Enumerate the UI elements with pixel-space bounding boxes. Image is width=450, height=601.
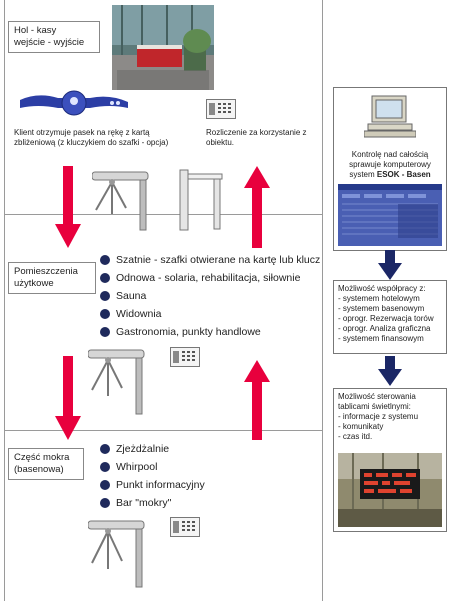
wet-label: Część mokra (basenowa): [8, 448, 84, 480]
list-item: Odnowa - solaria, rehabilitacja, siłowni…: [100, 272, 300, 284]
lobby-photo: [112, 5, 214, 90]
settlement-caption: Rozliczenie za korzystanie z obiektu.: [206, 128, 321, 148]
list-item-label: Punkt informacyjny: [116, 479, 205, 491]
list-item: Szatnie - szafki otwierane na kartę lub …: [100, 254, 320, 266]
control-line: sprawuje komputerowy: [349, 160, 431, 169]
hall-label-line: Hol - kasy: [14, 25, 57, 36]
list-item-label: Whirpool: [116, 461, 158, 473]
cooperation-box: Możliwość współpracy z: - systemem hotel…: [333, 280, 447, 354]
turnstile-icon: [88, 349, 145, 415]
control-text: Kontrolę nad całością sprawuje komputero…: [336, 150, 444, 180]
rooms-arrow-up: [244, 360, 270, 440]
computer-icon: [364, 95, 416, 138]
wet-section: [4, 430, 323, 601]
navy-arrow-down: [378, 356, 402, 386]
list-item: Gastronomia, punkty handlowe: [100, 326, 261, 338]
cooperation-title: Możliwość współpracy z:: [338, 284, 426, 293]
list-item-label: Gastronomia, punkty handlowe: [116, 326, 261, 338]
list-item: Bar "mokry": [100, 497, 171, 509]
hall-section: [4, 0, 323, 214]
section-divider: [4, 214, 322, 215]
signage-item: - informacje z systemu: [338, 412, 419, 421]
caption-line: zbliżeniową (z kluczykiem do szafki - op…: [14, 138, 169, 147]
signage-item: - komunikaty: [338, 422, 384, 431]
cooperation-item: - systemem finansowym: [338, 334, 424, 343]
hall-label-line: wejście - wyjście: [14, 37, 85, 48]
list-item-label: Sauna: [116, 290, 147, 302]
rooms-label-line: użytkowe: [14, 278, 54, 289]
cooperation-item: - oprogr. Rezerwacja torów: [338, 314, 434, 323]
bullet-icon: [100, 273, 110, 283]
signage-text: Możliwość sterowania tablicami świetlnym…: [338, 392, 444, 442]
cooperation-text: Możliwość współpracy z: - systemem hotel…: [338, 284, 444, 344]
card-reader-icon: [170, 517, 200, 537]
barrier-gate-icon: [179, 169, 223, 231]
list-item: Punkt informacyjny: [100, 479, 205, 491]
navy-arrow-down: [378, 250, 402, 280]
wristband-icon: [20, 90, 128, 116]
rooms-arrow-down: [55, 356, 81, 440]
signage-box: Możliwość sterowania tablicami świetlnym…: [333, 388, 447, 532]
bullet-icon: [100, 327, 110, 337]
caption-line: Rozliczenie za korzystanie z: [206, 128, 307, 137]
list-item: Whirpool: [100, 461, 157, 473]
control-box: Kontrolę nad całością sprawuje komputero…: [333, 87, 447, 251]
bullet-icon: [100, 444, 110, 454]
cooperation-item: - oprogr. Analiza graficzna: [338, 324, 431, 333]
list-item-label: Szatnie - szafki otwierane na kartę lub …: [116, 254, 321, 266]
signage-title-line: tablicami świetlnymi:: [338, 402, 411, 411]
control-system-prefix: system: [349, 170, 377, 179]
bullet-icon: [100, 498, 110, 508]
cooperation-item: - systemem hotelowym: [338, 294, 420, 303]
rooms-label: Pomieszczenia użytkowe: [8, 262, 96, 294]
caption-line: obiektu.: [206, 138, 235, 147]
system-name: ESOK - Basen: [376, 170, 431, 179]
turnstile-icon: [88, 520, 145, 588]
bullet-icon: [100, 291, 110, 301]
card-reader-icon: [206, 99, 236, 119]
led-display-photo: [338, 453, 442, 527]
signage-title-line: Możliwość sterowania: [338, 392, 416, 401]
bullet-icon: [100, 255, 110, 265]
hall-label: Hol - kasy wejście - wyjście: [8, 21, 100, 53]
list-item-label: Bar "mokry": [116, 497, 172, 509]
turnstile-icon: [92, 171, 149, 231]
card-reader-icon: [170, 347, 200, 367]
bullet-icon: [100, 309, 110, 319]
list-item: Sauna: [100, 290, 146, 302]
list-item: Widownia: [100, 308, 162, 320]
bullet-icon: [100, 480, 110, 490]
caption-line: Klient otrzymuje pasek na rękę z kartą: [14, 128, 150, 137]
control-line: Kontrolę nad całością: [351, 150, 429, 159]
list-item: Zjeżdżalnie: [100, 443, 169, 455]
control-line-system: system ESOK - Basen: [336, 170, 444, 180]
wristband-caption: Klient otrzymuje pasek na rękę z kartą z…: [14, 128, 204, 148]
bullet-icon: [100, 462, 110, 472]
signage-item: - czas itd.: [338, 432, 373, 441]
rooms-label-line: Pomieszczenia: [14, 266, 78, 277]
list-item-label: Widownia: [116, 308, 162, 320]
section-divider: [4, 430, 322, 431]
list-item-label: Zjeżdżalnie: [116, 443, 170, 455]
cooperation-item: - systemem basenowym: [338, 304, 425, 313]
rooms-section: [4, 214, 323, 430]
wet-label-line: (basenowa): [14, 464, 64, 475]
entry-arrow-down: [55, 166, 81, 248]
wet-label-line: Część mokra: [14, 452, 70, 463]
software-screenshot: [338, 184, 442, 246]
list-item-label: Odnowa - solaria, rehabilitacja, siłowni…: [116, 272, 301, 284]
exit-arrow-up: [244, 166, 270, 248]
